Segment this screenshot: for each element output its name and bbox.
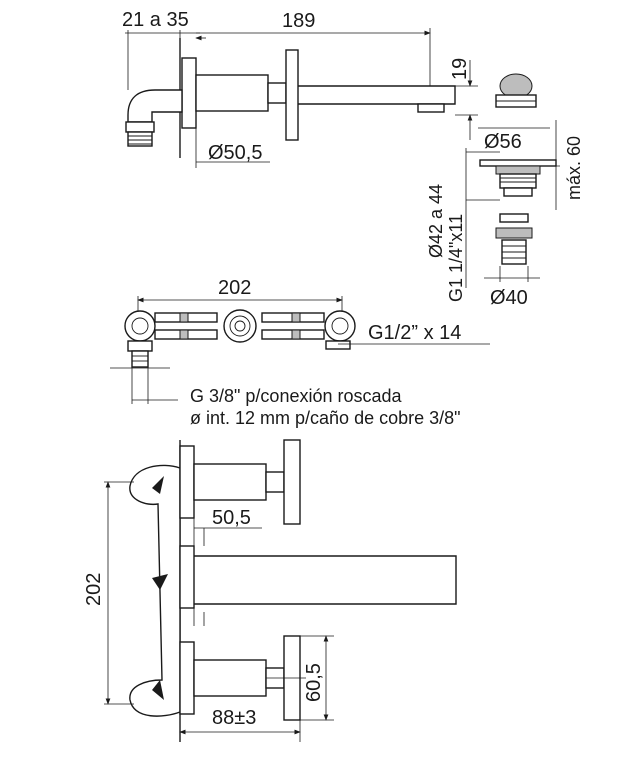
- dim-length-label: 189: [282, 10, 315, 32]
- dim-flange-label: Ø50,5: [208, 142, 262, 164]
- upper-handle: [179, 439, 301, 525]
- dim-spout-offset-label: 50,5: [212, 507, 251, 529]
- dim-depth-label: 88±3: [212, 707, 256, 729]
- note-copper-pipe: ø int. 12 mm p/caño de cobre 3/8": [190, 408, 461, 428]
- note-thread-connection: G 3/8" p/conexión roscada: [190, 386, 403, 406]
- dim-base-label: Ø40: [490, 287, 528, 309]
- dim-valve-width-label: 202: [218, 277, 251, 299]
- dim-handle-height-label: 60,5: [303, 663, 325, 702]
- thread-fitting: [127, 131, 153, 147]
- dim-thread-label: G1 1/4"x11: [446, 214, 466, 302]
- hidden-valve-body: [129, 464, 181, 717]
- dim-connection-label: G1/2” x 14: [368, 322, 461, 344]
- elbow-nut: [125, 121, 155, 133]
- front-spout: [179, 545, 457, 609]
- cross-handle: [285, 49, 299, 141]
- center-mixer: [223, 309, 257, 343]
- aerator: [417, 103, 445, 113]
- spout-body: [195, 74, 269, 112]
- dim-spout-height-label: 19: [449, 58, 471, 80]
- drain-flange: [479, 159, 557, 197]
- drain-cap: [495, 73, 537, 108]
- spout-collar: [267, 82, 287, 104]
- top-side-view: 21 a 35 189 19 Ø50,5: [122, 9, 478, 168]
- dim-cap-label: Ø56: [484, 131, 522, 153]
- dim-spacing-label: 202: [83, 573, 105, 606]
- dim-range-label: 21 a 35: [122, 9, 189, 31]
- front-view: 202 50,5 60,5 88±3: [83, 439, 457, 742]
- drain-tailpiece: [495, 213, 533, 265]
- wall-flange: [181, 57, 197, 129]
- right-valve: [324, 310, 356, 350]
- dim-max-label: máx. 60: [564, 136, 584, 200]
- dim-hole-label: Ø42 a 44: [426, 184, 446, 258]
- elbow-connector: [127, 89, 183, 123]
- connecting-pipes: [154, 312, 325, 340]
- spout-arm: [298, 85, 456, 105]
- left-valve: [124, 310, 156, 368]
- valve-body-view: 202: [110, 277, 490, 428]
- drain-assembly: Ø56 Ø42 a 44 G1 1/4"x11 máx. 60: [426, 73, 584, 309]
